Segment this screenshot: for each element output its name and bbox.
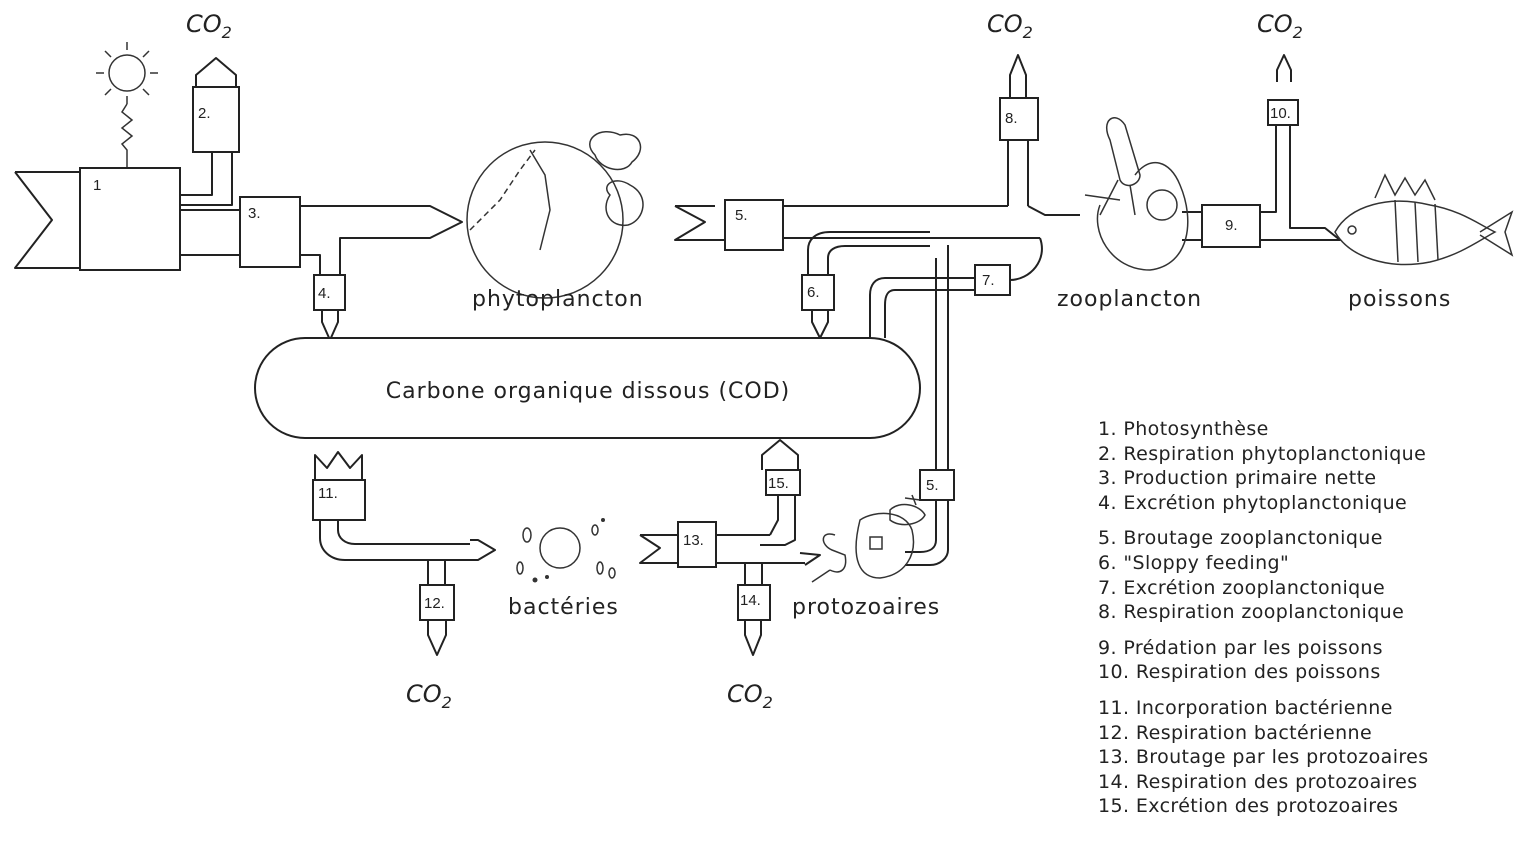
legend-item: 2. Respiration phytoplanctonique <box>1098 442 1427 465</box>
process-legend: 1. Photosynthèse 2. Respiration phytopla… <box>1098 417 1429 819</box>
sun-icon <box>96 42 158 168</box>
legend-item: 6. "Sloppy feeding" <box>1098 551 1290 574</box>
label-poissons: poissons <box>1348 287 1451 312</box>
process-box-4 <box>313 274 346 311</box>
process-number-10: 10. <box>1270 105 1291 122</box>
process-box-13 <box>677 521 717 568</box>
flow-pipes <box>14 54 1341 656</box>
process-number-4: 4. <box>318 285 331 302</box>
process-box-8 <box>999 97 1039 141</box>
legend-item: 11. Incorporation bactérienne <box>1098 696 1393 719</box>
process-box-6 <box>801 274 835 311</box>
process-box-11 <box>312 479 366 521</box>
legend-item: 9. Prédation par les poissons <box>1098 636 1383 659</box>
legend-item: 1. Photosynthèse <box>1098 418 1269 440</box>
cod-pool-label: Carbone organique dissous (COD) <box>386 379 790 404</box>
process-box-9 <box>1201 204 1261 248</box>
process-number-14: 14. <box>740 592 761 609</box>
process-box-10 <box>1267 99 1299 126</box>
process-number-13: 13. <box>683 532 704 549</box>
process-box-5-top <box>724 199 784 251</box>
zooplankton-sketch <box>1084 117 1189 271</box>
process-number-11: 11. <box>318 485 338 502</box>
process-box-5-bottom <box>919 469 955 501</box>
process-number-15: 15. <box>768 475 789 492</box>
co2-label-bacterial-respiration: CO2 <box>406 680 452 712</box>
co2-label-fish-respiration: CO2 <box>1257 10 1303 42</box>
bacteria-sketch <box>516 518 616 583</box>
phytoplankton-sketch <box>466 131 644 299</box>
process-box-1 <box>79 167 181 271</box>
legend-item: 7. Excrétion zooplanctonique <box>1098 576 1386 599</box>
process-number-8: 8. <box>1005 110 1018 127</box>
process-number-7: 7. <box>982 272 995 289</box>
cod-pool <box>254 337 921 439</box>
legend-item: 14. Respiration des protozoaires <box>1098 770 1418 793</box>
process-number-6: 6. <box>807 284 820 301</box>
legend-item: 13. Broutage par les protozoaires <box>1098 746 1429 769</box>
label-protozoaires: protozoaires <box>792 595 940 620</box>
process-box-15 <box>765 469 801 496</box>
process-number-5b: 5. <box>926 477 939 494</box>
process-boxes: 1 2. 3. 4. 5. 6. 7. 8. 9. 10. 11. 12. 13… <box>79 86 1299 621</box>
process-number-3: 3. <box>248 205 261 222</box>
co2-label-protozoa-respiration: CO2 <box>727 680 773 712</box>
co2-label-zooplankton-respiration: CO2 <box>987 10 1033 42</box>
legend-item: 3. Production primaire nette <box>1098 467 1377 490</box>
process-number-12: 12. <box>424 595 445 612</box>
process-box-12 <box>419 584 455 621</box>
label-bacteries: bactéries <box>508 595 619 620</box>
process-box-14 <box>737 584 771 621</box>
legend-item: 8. Respiration zooplanctonique <box>1098 601 1405 624</box>
protozoa-sketch <box>811 494 926 583</box>
process-number-2: 2. <box>198 105 211 122</box>
process-box-2 <box>192 86 240 153</box>
label-zooplancton: zooplancton <box>1057 287 1202 312</box>
process-number-9: 9. <box>1225 217 1238 234</box>
co2-label-phytoplankton-respiration: CO2 <box>186 10 232 42</box>
label-phytoplancton: phytoplancton <box>472 287 644 312</box>
legend-item: 15. Excrétion des protozoaires <box>1098 795 1399 818</box>
legend-item: 10. Respiration des poissons <box>1098 661 1381 684</box>
legend-item: 12. Respiration bactérienne <box>1098 721 1373 744</box>
fish-sketch <box>1334 173 1514 266</box>
process-box-3 <box>239 196 301 268</box>
process-number-1: 1 <box>93 177 101 194</box>
process-box-7 <box>974 264 1011 296</box>
legend-item: 5. Broutage zooplanctonique <box>1098 527 1383 550</box>
legend-item: 4. Excrétion phytoplanctonique <box>1098 491 1408 514</box>
process-number-5a: 5. <box>735 207 748 224</box>
